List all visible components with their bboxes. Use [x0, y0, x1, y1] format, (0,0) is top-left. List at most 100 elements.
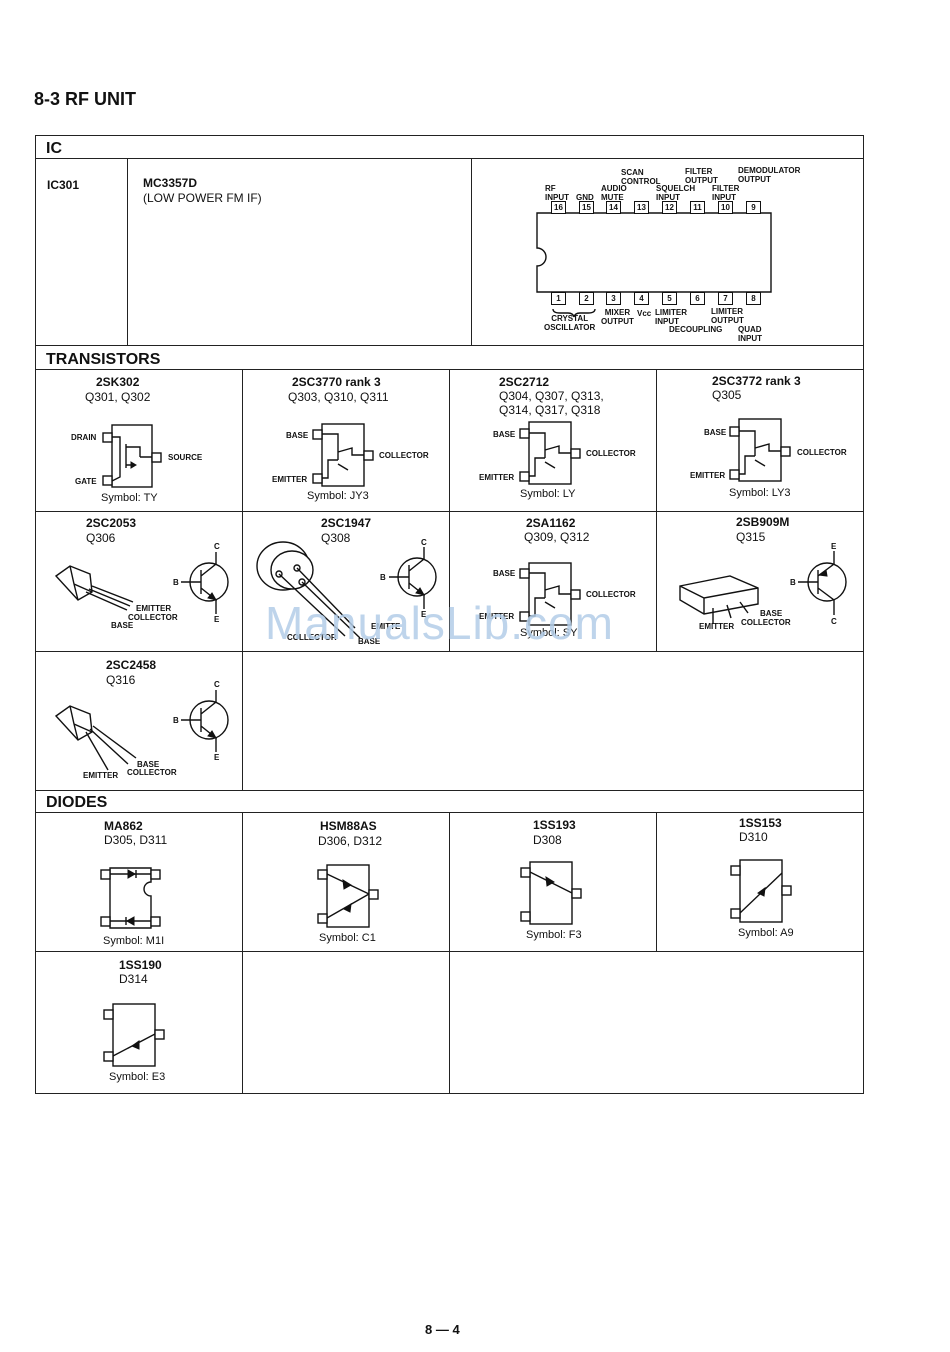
pin-label-emitter: EMITTER	[479, 473, 515, 482]
terminal-e: E	[214, 753, 220, 762]
ic-description: (LOW POWER FM IF)	[143, 191, 262, 205]
part-number: 2SA1162	[526, 516, 576, 530]
pin-label-collector: COLLECTOR	[797, 448, 847, 457]
reference-designators: Q316	[106, 673, 136, 687]
sot-package-symbol	[729, 418, 791, 482]
sot-package-symbol	[312, 423, 374, 487]
pin-label-source: SOURCE	[168, 453, 203, 462]
ic-col-rule-2	[471, 158, 472, 345]
terminal-e: E	[421, 610, 427, 619]
marking-symbol: Symbol: E3	[109, 1071, 166, 1083]
reference-designators: D314	[119, 972, 148, 986]
to39-package-drawing	[256, 541, 361, 639]
ic-package-outline	[536, 212, 772, 318]
ic-top-pin-number: 11	[690, 201, 705, 214]
ic-label-quad-input: QUAD INPUT	[738, 325, 762, 343]
pin-label-emitter: EMITTER	[83, 771, 119, 780]
ic-label-audio-mute: AUDIO MUTE	[601, 184, 627, 202]
npn-transistor-schematic	[389, 547, 437, 609]
part-number: 2SC2458	[106, 658, 157, 672]
to92-package-drawing	[54, 705, 137, 771]
part-number: 1SS190	[119, 958, 162, 972]
part-number: 2SK302	[96, 375, 140, 389]
terminal-b: B	[380, 573, 386, 582]
ic-top-pin-number: 15	[579, 201, 594, 214]
pin-label-base: BASE	[286, 431, 309, 440]
dual-diode-package-symbol	[317, 864, 379, 928]
ic-label-filter-output: FILTER OUTPUT	[685, 167, 718, 185]
diode-col-rule-b	[449, 812, 450, 1094]
npn-transistor-schematic	[181, 552, 229, 614]
ic-label-limiter-output: LIMITER OUTPUT	[711, 307, 744, 325]
terminal-c: C	[214, 542, 220, 551]
diode-col-rule-a	[242, 812, 243, 1094]
ic-top-pin-number: 14	[606, 201, 621, 214]
ic-label-rf-input: RF INPUT	[545, 184, 569, 202]
marking-symbol: Symbol: C1	[319, 932, 376, 944]
reference-designators: Q309, Q312	[524, 530, 590, 544]
marking-symbol: Symbol: M1I	[103, 935, 165, 947]
pin-label-drain: DRAIN	[71, 433, 97, 442]
dual-diode-package-symbol	[100, 867, 161, 929]
reference-designators: D306, D312	[318, 834, 383, 848]
diode-package-symbol	[520, 861, 582, 925]
ic-bottom-pin-number: 2	[579, 292, 594, 305]
ic-col-rule-1	[127, 158, 128, 345]
pnp-transistor-schematic	[798, 551, 847, 615]
pin-label-collector: COLLECTOR	[586, 590, 636, 599]
reference-designators: D308	[533, 833, 562, 847]
part-number: 1SS193	[533, 818, 576, 832]
diode-col-rule-c	[656, 812, 657, 951]
part-number: 2SC1947	[321, 516, 372, 530]
page-number: 8 — 4	[425, 1322, 460, 1337]
ic-top-pin-number: 12	[662, 201, 677, 214]
ic-label-gnd: GND	[576, 193, 594, 202]
transistor-row2-rule	[35, 651, 864, 652]
ic-label-decoupling: DECOUPLING	[669, 325, 723, 334]
terminal-e: E	[214, 615, 220, 624]
pin-label-collector: COLLECTOR	[586, 449, 636, 458]
ic-bottom-pin-number: 4	[634, 292, 649, 305]
part-number: 2SC3770 rank 3	[292, 375, 381, 389]
pin-label-emitter: EMITTER	[699, 622, 735, 631]
col-rule-c	[656, 369, 657, 651]
diodes-section-header: DIODES	[46, 794, 108, 811]
ic-bottom-pin-number: 1	[551, 292, 566, 305]
pin-label-base: BASE	[137, 760, 160, 769]
pin-label-base: BASE	[493, 430, 516, 439]
ic-label-scan-control: SCAN CONTROL	[621, 168, 661, 186]
ic-label-limiter-input: LIMITER INPUT	[655, 308, 687, 326]
pin-label-base: BASE	[760, 609, 783, 618]
marking-symbol: Symbol: LY3	[729, 487, 791, 499]
pin-label-gate: GATE	[75, 477, 97, 486]
transistors-section-header: TRANSISTORS	[46, 351, 161, 368]
ic-top-pin-number: 9	[746, 201, 761, 214]
pin-label-collector: COLLECTOR	[379, 451, 429, 460]
col-rule-b	[449, 369, 450, 651]
reference-designators: Q308	[321, 531, 351, 545]
to92-package-drawing	[54, 565, 134, 611]
pin-label-base: BASE	[111, 621, 134, 630]
power-package-drawing	[679, 575, 759, 624]
ic-label-crystal-oscillator: CRYSTAL OSCILLATOR	[544, 314, 596, 332]
fet-package-symbol	[102, 424, 162, 488]
part-number: HSM88AS	[320, 819, 377, 833]
pin-label-emitter: EMITTER	[690, 471, 726, 480]
ic-section-rule	[35, 345, 864, 346]
reference-designators: Q305	[712, 388, 742, 402]
npn-transistor-schematic	[181, 690, 229, 752]
ic-bottom-pin-number: 7	[718, 292, 733, 305]
col-rule-a	[242, 369, 243, 790]
pin-label-emitter: EMITTER	[136, 604, 172, 613]
part-number: 1SS153	[739, 816, 782, 830]
terminal-c: C	[421, 538, 427, 547]
ic-label-filter-input: FILTER INPUT	[712, 184, 740, 202]
pin-label-base: BASE	[358, 637, 381, 646]
part-number: 2SC2712	[499, 375, 550, 389]
marking-symbol: Symbol: A9	[738, 927, 794, 939]
part-number: 2SC3772 rank 3	[712, 374, 801, 388]
transistor-row3-rule	[35, 790, 864, 791]
ic-top-pin-number: 16	[551, 201, 566, 214]
marking-symbol: Symbol: F3	[526, 929, 582, 941]
ic-label-squelch-input: SQUELCH INPUT	[656, 184, 696, 202]
